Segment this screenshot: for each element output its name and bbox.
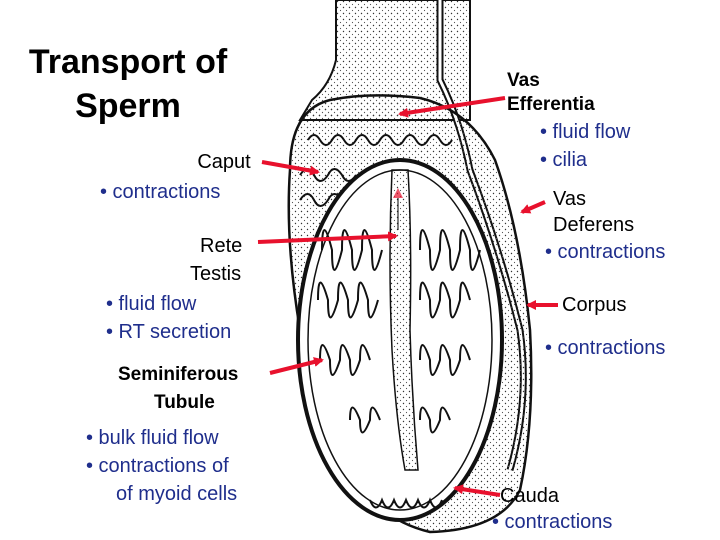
vas-deferens-label-2: Deferens [553, 214, 635, 236]
seminiferous-bullet-3: of myoid cells [116, 483, 238, 505]
corpus-bullet-1: • contractions [545, 337, 666, 359]
caput-label: Caput [197, 151, 251, 173]
seminiferous-tubules [317, 229, 481, 434]
title-line-1: Transport of [28, 43, 228, 81]
arrow-caput [261, 160, 320, 176]
vas-deferens-bullet-1: • contractions [545, 241, 666, 263]
vas-deferens-label-1: Vas [553, 188, 586, 210]
arrow-vas-efferentia [398, 96, 506, 118]
seminiferous-bullet-2: • contractions of [86, 455, 229, 477]
rete-testis [389, 169, 419, 471]
vas-efferentia-label-2: Efferentia [507, 94, 595, 115]
vas-efferentia-bullet-1: • fluid flow [540, 121, 631, 143]
rete-bullet-1: • fluid flow [106, 293, 197, 315]
cauda-label: Cauda [500, 485, 559, 507]
rete-label-1: Rete [200, 235, 243, 257]
vas-efferentia-label-1: Vas [507, 70, 540, 91]
arrow-vas-deferens [520, 200, 546, 214]
pointer-arrows [257, 96, 558, 497]
seminiferous-label-1: Seminiferous [118, 364, 239, 385]
rete-label-2: Testis [190, 263, 242, 285]
arrow-rete-testis [257, 231, 398, 244]
arrow-cauda [453, 484, 501, 497]
caput-bullet-1: • contractions [100, 181, 221, 203]
vas-efferentia-bullet-2: • cilia [540, 149, 588, 171]
diagram-title: Transport of Sperm [0, 40, 256, 128]
seminiferous-label-2: Tubule [154, 392, 215, 413]
cauda-coils [369, 497, 443, 509]
caput-coils [307, 134, 453, 146]
corpus-label: Corpus [562, 294, 627, 316]
seminiferous-bullet-1: • bulk fluid flow [86, 427, 219, 449]
rete-bullet-2: • RT secretion [106, 321, 232, 343]
cauda-bullet-1: • contractions [492, 511, 613, 533]
arrow-seminiferous [269, 357, 324, 375]
title-line-2: Sperm [75, 87, 181, 125]
